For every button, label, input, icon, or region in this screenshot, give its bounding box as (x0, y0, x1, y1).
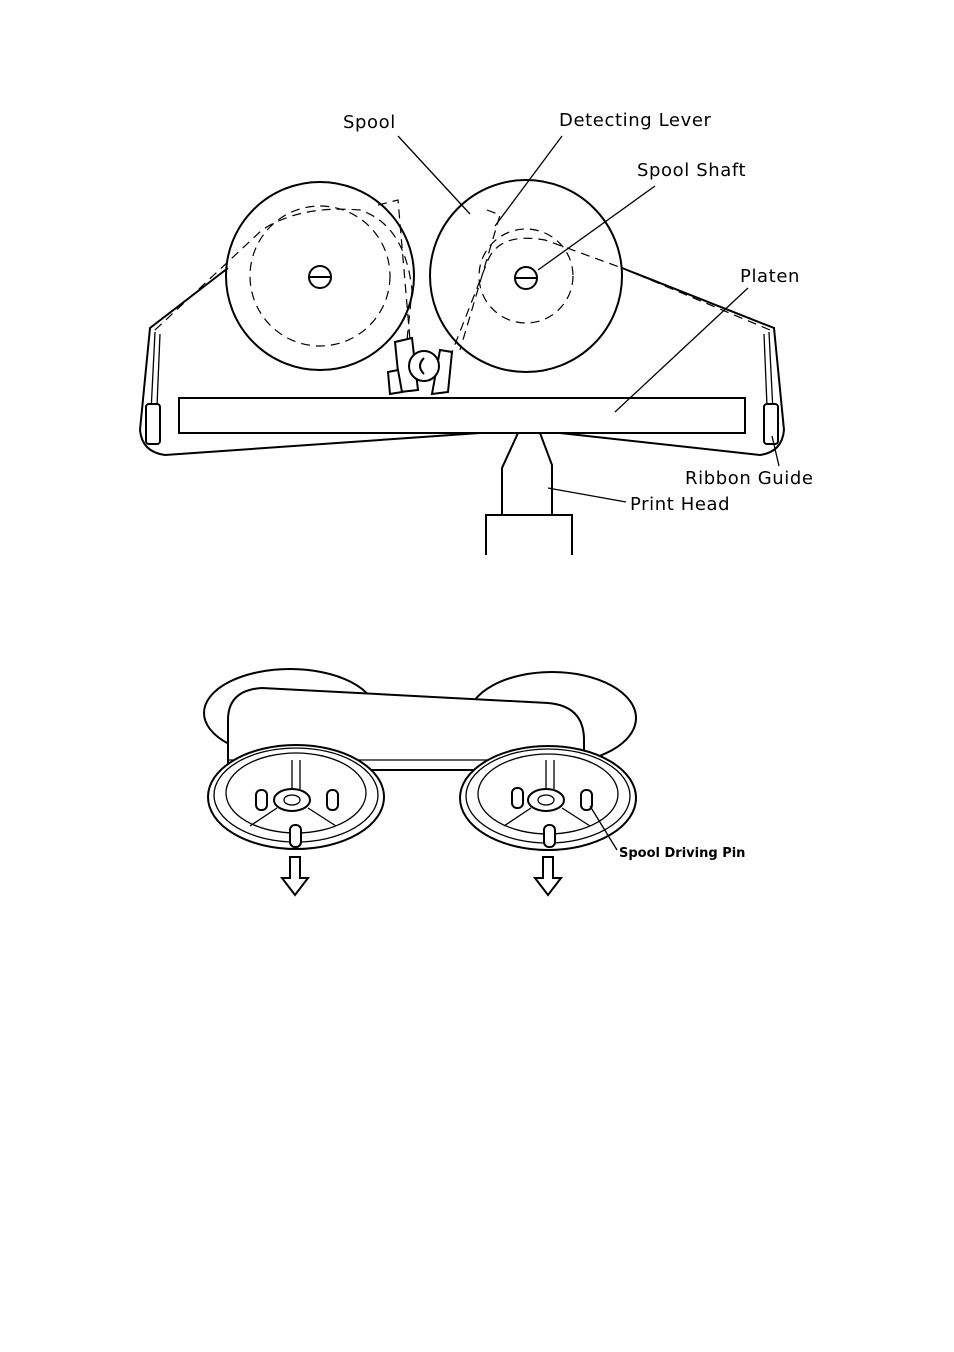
ribbon-path-right (444, 237, 771, 371)
spool-driving-pin-left-c (289, 824, 302, 848)
print-head (485, 432, 573, 555)
reel-right (459, 745, 637, 851)
down-arrow-right-icon (532, 856, 564, 897)
leader-spool-driving-pin (589, 805, 618, 851)
ribbon-guide-right (763, 403, 779, 445)
top-figure: Spool Detecting Lever Spool Shaft Platen… (138, 110, 814, 555)
leader-lines (397, 135, 780, 503)
spool-left (225, 181, 415, 371)
lever-mechanism (386, 336, 454, 396)
label-spool: Spool (343, 112, 396, 133)
ribbon-guide-left (145, 403, 161, 445)
label-print-head: Print Head (630, 494, 730, 515)
label-detecting-lever: Detecting Lever (559, 110, 712, 131)
spool-left-inner (249, 205, 391, 347)
label-spool-shaft: Spool Shaft (637, 160, 746, 181)
detecting-lever (377, 199, 501, 351)
spool-right (429, 179, 623, 373)
label-ribbon-guide: Ribbon Guide (685, 468, 814, 489)
reel-left (207, 744, 385, 850)
spool-right-inner (478, 228, 574, 324)
spool-driving-pin-left-b (326, 789, 339, 811)
spool-driving-pin-right-b (580, 789, 593, 811)
label-platen: Platen (740, 266, 800, 287)
ribbon-path-left (154, 208, 413, 361)
spool-driving-pin-right-c (543, 824, 556, 848)
spool-driving-pin-left-a (255, 789, 268, 811)
label-spool-driving-pin: Spool Driving Pin (619, 846, 745, 861)
down-arrow-left-icon (279, 856, 311, 897)
platen (178, 397, 746, 434)
spool-driving-pin-right-a (511, 787, 524, 809)
bottom-figure: Spool Driving Pin (203, 668, 745, 897)
